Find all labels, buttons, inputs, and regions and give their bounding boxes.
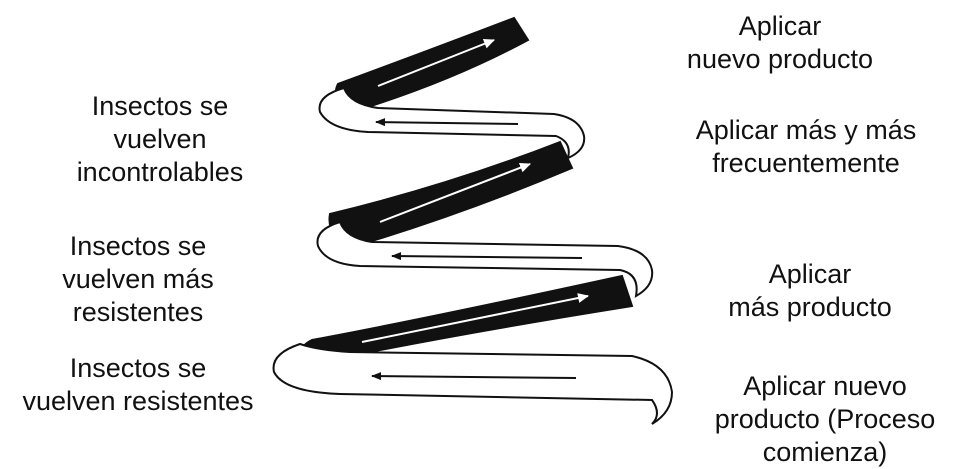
label-insectos-resistentes: Insectos se vuelven resistentes — [8, 352, 268, 418]
label-aplicar-nuevo-producto: Aplicar nuevo producto — [660, 10, 900, 76]
label-aplicar-mas-producto: Aplicar más producto — [690, 258, 930, 324]
label-aplicar-mas-frecuente: Aplicar más y más frecuentemente — [676, 114, 936, 180]
label-insectos-mas-resistentes: Insectos se vuelven más resistentes — [38, 230, 238, 329]
label-aplicar-nuevo-proceso: Aplicar nuevo producto (Proceso comienza… — [700, 370, 950, 469]
light-band-1 — [274, 344, 672, 424]
label-insectos-incontrolables: Insectos se vuelven incontrolables — [60, 90, 260, 189]
